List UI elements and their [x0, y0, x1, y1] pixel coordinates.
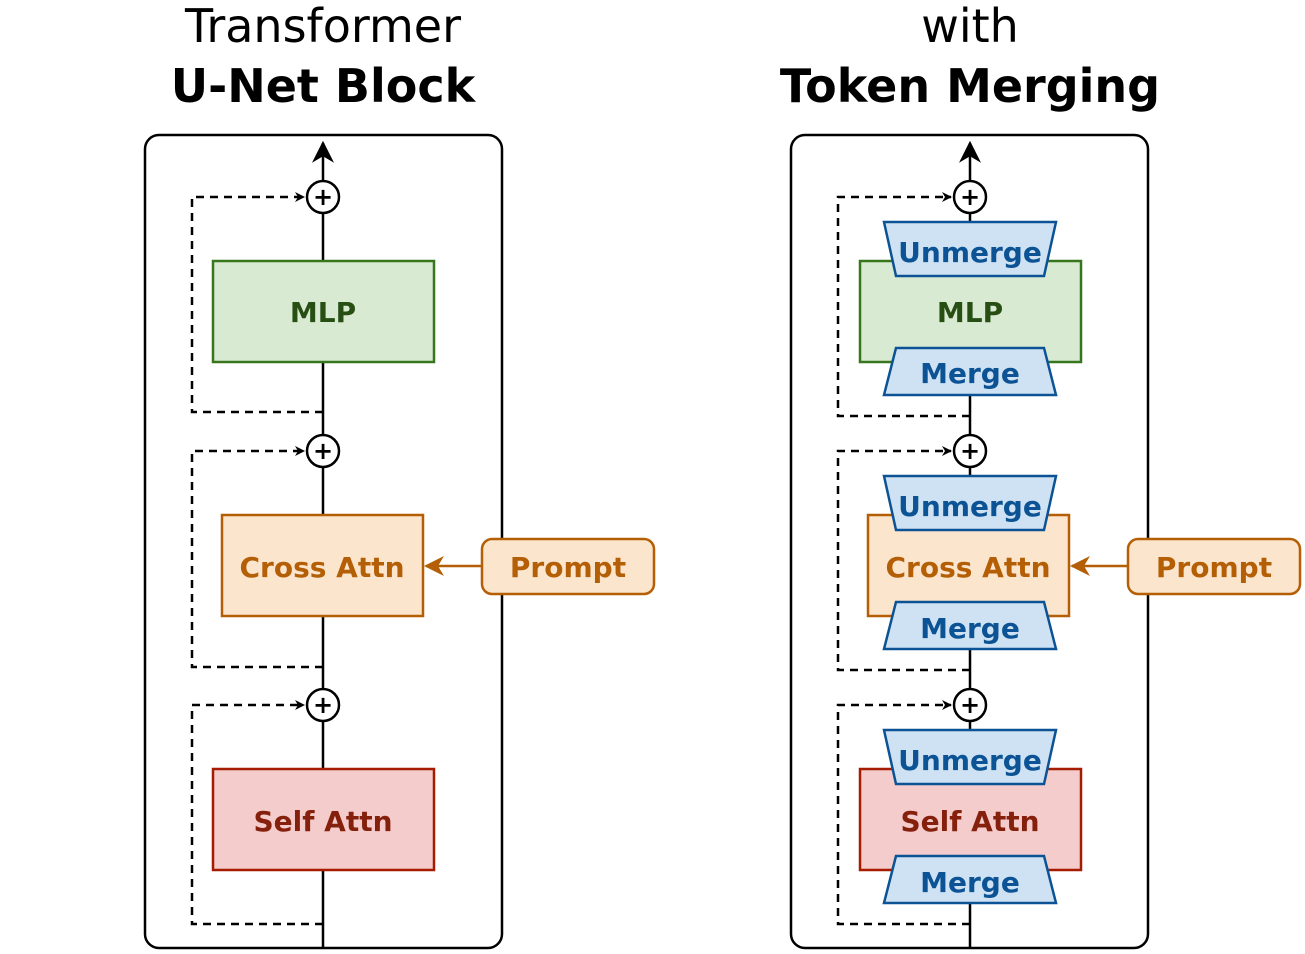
- right-cross-unmerge-label: Unmerge: [898, 490, 1042, 523]
- right-plus-node-top: +: [952, 179, 988, 215]
- svg-text:+: +: [313, 437, 333, 465]
- right-cross-merge-label: Merge: [920, 612, 1020, 645]
- left-title-line2: U-Net Block: [171, 59, 477, 113]
- right-self-unmerge: Unmerge: [882, 728, 1058, 786]
- right-self-attn-label: Self Attn: [900, 805, 1039, 838]
- svg-text:+: +: [313, 691, 333, 719]
- left-residual-self: [190, 700, 323, 926]
- right-mlp-unmerge-label: Unmerge: [898, 236, 1042, 269]
- right-mlp-unmerge: Unmerge: [882, 220, 1058, 278]
- svg-text:+: +: [960, 183, 980, 211]
- right-residual-mlp: [836, 192, 970, 418]
- svg-text:+: +: [313, 183, 333, 211]
- right-prompt-label: Prompt: [1156, 551, 1272, 584]
- right-self-attn-block: Self Attn: [858, 767, 1083, 872]
- left-prompt-box: Prompt: [480, 537, 656, 596]
- left-mlp-block: MLP: [211, 259, 436, 364]
- left-plus-node-top: +: [305, 179, 341, 215]
- right-residual-self: [836, 700, 970, 926]
- svg-text:+: +: [960, 437, 980, 465]
- right-title-line1: with: [921, 0, 1019, 53]
- left-cross-attn-block: Cross Attn: [220, 513, 425, 618]
- right-self-merge: Merge: [882, 854, 1058, 905]
- right-plus-node-middle: +: [952, 433, 988, 469]
- right-cross-attn-label: Cross Attn: [885, 551, 1050, 584]
- right-residual-cross: [836, 446, 970, 672]
- right-cross-unmerge: Unmerge: [882, 474, 1058, 532]
- left-residual-cross: [190, 446, 323, 669]
- left-cross-attn-label: Cross Attn: [239, 551, 404, 584]
- left-panel: Transformer U-Net Block + + + MLP Cr: [143, 0, 656, 950]
- right-mlp-merge: Merge: [882, 346, 1058, 397]
- left-prompt-label: Prompt: [510, 551, 626, 584]
- left-plus-node-middle: +: [305, 433, 341, 469]
- left-self-attn-block: Self Attn: [211, 767, 436, 872]
- right-self-unmerge-label: Unmerge: [898, 744, 1042, 777]
- right-plus-node-bottom: +: [952, 687, 988, 723]
- left-self-attn-label: Self Attn: [253, 805, 392, 838]
- right-mlp-label: MLP: [937, 296, 1003, 329]
- right-prompt-box: Prompt: [1126, 537, 1302, 596]
- left-mlp-label: MLP: [290, 296, 356, 329]
- right-cross-attn-block: Cross Attn: [866, 513, 1071, 618]
- right-mlp-merge-label: Merge: [920, 357, 1020, 390]
- right-panel: with Token Merging + + + MLP Unmerge: [780, 0, 1302, 950]
- left-plus-node-bottom: +: [305, 687, 341, 723]
- svg-text:+: +: [960, 691, 980, 719]
- left-residual-mlp: [190, 192, 323, 414]
- right-self-merge-label: Merge: [920, 866, 1020, 899]
- left-title-line1: Transformer: [184, 0, 461, 53]
- right-cross-merge: Merge: [882, 600, 1058, 651]
- right-title-line2: Token Merging: [780, 59, 1160, 113]
